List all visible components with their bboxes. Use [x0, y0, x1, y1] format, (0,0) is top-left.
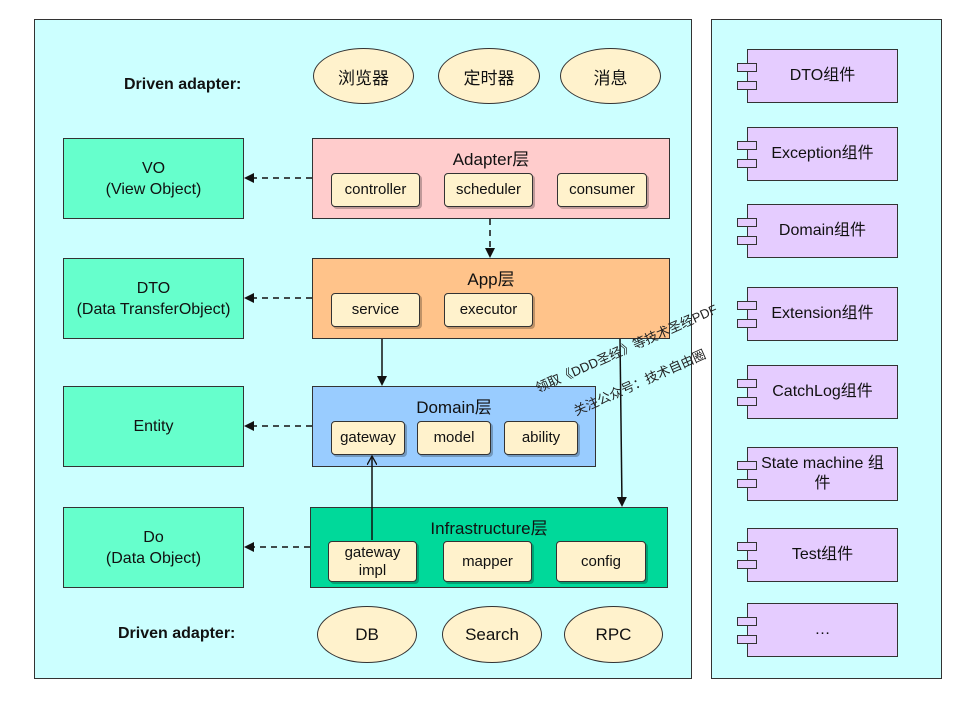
search-adapter: Search: [442, 606, 542, 663]
do-subtitle: (Data Object): [105, 549, 202, 567]
component-tab-icon: [737, 218, 757, 227]
service-chip: service: [331, 293, 420, 327]
entity-box: Entity: [63, 386, 244, 467]
driven-adapter-bottom-label: Driven adapter:: [118, 625, 236, 642]
component-label: Exception组件: [771, 145, 874, 162]
component-tab-icon: [737, 635, 757, 644]
infrastructure-layer: Infrastructure层 gateway impl mapper conf…: [310, 507, 668, 588]
component-test: Test组件: [737, 528, 898, 582]
mapper-chip: mapper: [443, 541, 532, 582]
rpc-adapter: RPC: [564, 606, 663, 663]
timer-adapter: 定时器: [438, 48, 540, 104]
domain-layer: Domain层 gateway model ability: [312, 386, 596, 467]
component-tab-icon: [737, 560, 757, 569]
dto-box: DTO (Data TransferObject): [63, 258, 244, 339]
component-extension: Extension组件: [737, 287, 898, 341]
ability-chip: ability: [504, 421, 578, 455]
component-tab-icon: [737, 379, 757, 388]
component-tab-icon: [737, 397, 757, 406]
gateway-chip: gateway: [331, 421, 405, 455]
controller-chip: controller: [331, 173, 420, 207]
domain-layer-title: Domain层: [416, 398, 492, 417]
component-tab-icon: [737, 479, 757, 488]
do-box: Do (Data Object): [63, 507, 244, 588]
consumer-chip: consumer: [557, 173, 647, 207]
app-to-infra-arrow: [616, 338, 627, 507]
gateway-impl-chip: gateway impl: [328, 541, 417, 582]
app-layer-title: App层: [467, 270, 515, 289]
component-tab-icon: [737, 301, 757, 310]
db-adapter: DB: [317, 606, 417, 663]
component-tab-icon: [737, 63, 757, 72]
component-tab-icon: [737, 141, 757, 150]
component-tab-icon: [737, 81, 757, 90]
scheduler-chip: scheduler: [444, 173, 533, 207]
component-label: DTO组件: [789, 67, 856, 84]
component-exception: Exception组件: [737, 127, 898, 181]
vo-subtitle: (View Object): [105, 180, 202, 198]
component-label: …: [814, 621, 831, 638]
vo-box: VO (View Object): [63, 138, 244, 219]
component-label: Domain组件: [778, 222, 867, 239]
message-adapter: 消息: [560, 48, 661, 104]
component-label: Extension组件: [771, 305, 874, 322]
browser-adapter: 浏览器: [313, 48, 414, 104]
component-tab-icon: [737, 236, 757, 245]
component-catchlog: CatchLog组件: [737, 365, 898, 419]
component-label: Test组件: [791, 546, 854, 563]
app-layer: App层 service executor: [312, 258, 670, 339]
component-tab-icon: [737, 159, 757, 168]
component-tab-icon: [737, 617, 757, 626]
dto-subtitle: (Data TransferObject): [76, 300, 231, 318]
executor-chip: executor: [444, 293, 533, 327]
config-chip: config: [556, 541, 646, 582]
component-label: CatchLog组件: [772, 383, 873, 400]
component-dto: DTO组件: [737, 49, 898, 103]
component-label: State machine 组件: [761, 455, 884, 492]
adapter-layer-title: Adapter层: [452, 150, 530, 169]
component-tab-icon: [737, 461, 757, 470]
component-tab-icon: [737, 542, 757, 551]
component-state-machine: State machine 组件: [737, 447, 898, 501]
vo-title: VO: [141, 159, 166, 177]
do-title: Do: [143, 528, 164, 546]
dto-title: DTO: [136, 279, 171, 297]
component-tab-icon: [737, 319, 757, 328]
component-more: …: [737, 603, 898, 657]
entity-title: Entity: [133, 418, 174, 435]
adapter-layer: Adapter层 controller scheduler consumer: [312, 138, 670, 219]
infrastructure-layer-title: Infrastructure层: [430, 519, 548, 538]
component-domain: Domain组件: [737, 204, 898, 258]
driven-adapter-top-label: Driven adapter:: [124, 76, 242, 93]
model-chip: model: [417, 421, 491, 455]
